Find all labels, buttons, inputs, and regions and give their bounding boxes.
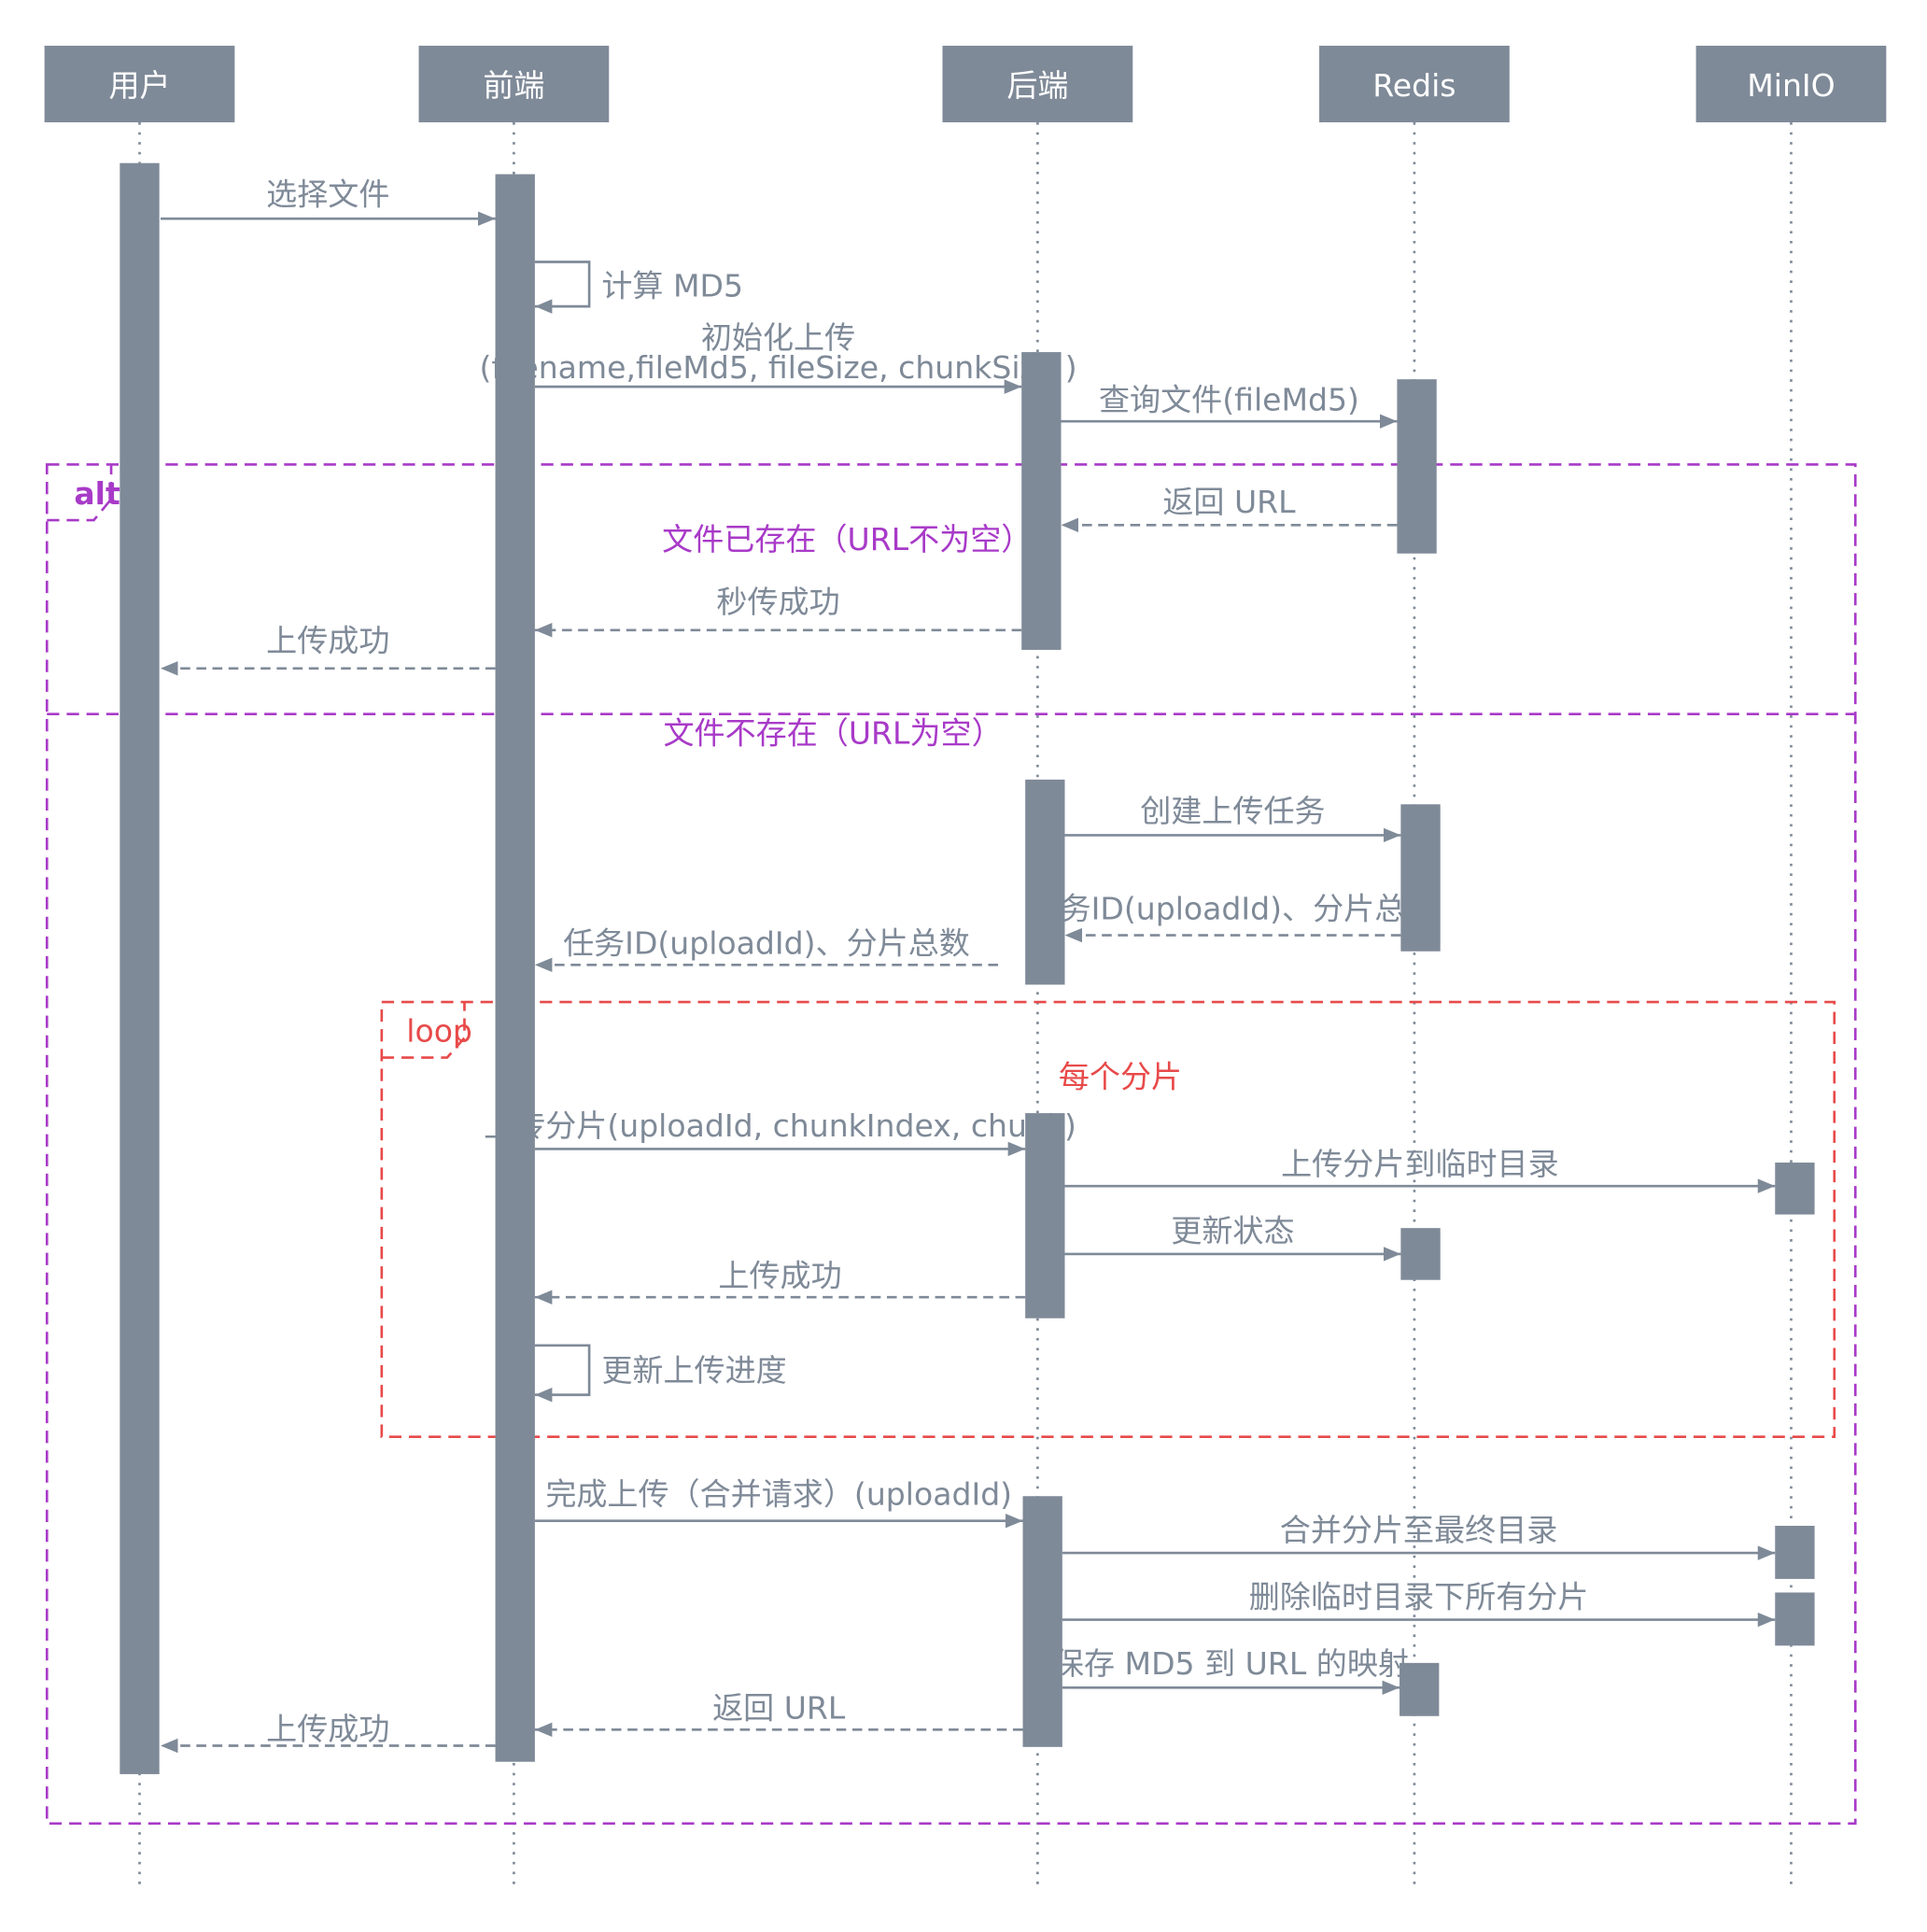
- activation-backend-3: [1021, 352, 1062, 650]
- diagram-root: 用户 前端 后端 Redis MinIO alt 文件已存在（URL不为空） 文件不存在（UR…: [44, 45, 1887, 1888]
- alt-frame-tag-box: [47, 464, 113, 522]
- message-m20: 返回 URL: [534, 1689, 1023, 1738]
- message-label: 上传成功: [718, 1257, 841, 1293]
- message-label: 秒传成功: [716, 584, 839, 620]
- activation-minio-11: [1775, 1526, 1815, 1579]
- message-label: 查询文件(fileMd5): [1099, 381, 1359, 417]
- message-label: 上传分片(uploadId, chunkIndex, chunk): [484, 1107, 1076, 1144]
- message-m14: 上传成功: [534, 1257, 1026, 1304]
- message-label: 保存 MD5 到 URL 的映射: [1053, 1645, 1409, 1682]
- message-m15: 更新上传进度: [534, 1344, 787, 1403]
- message-m6: 秒传成功: [534, 584, 1022, 638]
- message-label: 选择文件: [266, 176, 389, 213]
- loop-guard: 每个分片: [1059, 1058, 1182, 1094]
- participant-label-user: 用户: [108, 67, 170, 104]
- participant-box-redis: [1319, 45, 1510, 122]
- message-label: 合并分片至最终目录: [1280, 1512, 1558, 1548]
- message-label: 更新上传进度: [601, 1352, 786, 1389]
- alt-guard-not-exists: 文件不存在（URL为空）: [663, 714, 1002, 751]
- participant-label-frontend: 前端: [483, 67, 544, 104]
- alt-frame: [45, 463, 1857, 1826]
- activation-redis-6: [1400, 804, 1441, 952]
- participant-label-redis: Redis: [1372, 67, 1456, 104]
- message-m21: 上传成功: [161, 1711, 496, 1754]
- message-label: 初始化上传: [701, 319, 855, 356]
- message-label: 创建上传任务: [1140, 793, 1325, 829]
- message-label: 任务ID(uploadId)、分片总数: [1030, 890, 1437, 926]
- loop-frame-tag-box: [381, 1002, 466, 1059]
- message-m13: 更新状态: [1064, 1213, 1401, 1262]
- message-m7: 上传成功: [161, 622, 496, 676]
- participant-box-frontend: [418, 45, 610, 122]
- activation-redis-4: [1397, 379, 1437, 554]
- message-label: 完成上传（合并请求）(uploadId): [545, 1476, 1012, 1513]
- message-m8: 创建上传任务: [1064, 793, 1401, 843]
- message-label: (filename,fileMd5, fileSize, chunkSize ): [479, 349, 1076, 386]
- loop-frame-tag: loop: [406, 1012, 472, 1049]
- message-m17: 合并分片至最终目录: [1062, 1512, 1776, 1560]
- activation-minio-12: [1775, 1592, 1815, 1646]
- message-m18: 删除临时目录下所有分片: [1062, 1578, 1776, 1628]
- activation-frontend-2: [495, 174, 535, 1762]
- message-m10: 任务ID(uploadId)、分片总数: [534, 924, 999, 973]
- message-m16: 完成上传（合并请求）(uploadId): [534, 1476, 1023, 1529]
- message-m9: 任务ID(uploadId)、分片总数: [1030, 890, 1437, 943]
- message-m19: 保存 MD5 到 URL 的映射: [1053, 1645, 1409, 1696]
- message-label: 上传分片到临时目录: [1281, 1146, 1559, 1182]
- loop-frame: [380, 1000, 1836, 1439]
- activation-user-1: [120, 162, 160, 1774]
- participant-box-user: [44, 45, 235, 122]
- activation-backend-5: [1025, 779, 1065, 985]
- activation-redis-13: [1400, 1662, 1440, 1716]
- participant-box-backend: [942, 45, 1133, 122]
- message-m12: 上传分片到临时目录: [1064, 1146, 1776, 1193]
- message-m11: 上传分片(uploadId, chunkIndex, chunk): [484, 1107, 1076, 1157]
- alt-guard-exists: 文件已存在（URL不为空）: [662, 521, 1032, 557]
- message-m1: 选择文件: [161, 176, 496, 226]
- message-m3: 初始化上传(filename,fileMd5, fileSize, chunkS…: [479, 319, 1077, 394]
- self-message-arrow: [534, 261, 591, 314]
- message-label: 更新状态: [1171, 1213, 1294, 1249]
- activation-backend-10: [1022, 1496, 1062, 1747]
- message-label: 返回 URL: [1162, 484, 1296, 520]
- participant-label-backend: 后端: [1006, 67, 1068, 104]
- self-message-arrow: [534, 1344, 591, 1403]
- message-label: 上传成功: [266, 1711, 389, 1747]
- message-label: 任务ID(uploadId)、分片总数: [563, 924, 970, 961]
- activation-redis-9: [1400, 1228, 1441, 1280]
- message-label: 删除临时目录下所有分片: [1249, 1578, 1589, 1615]
- message-m2: 计算 MD5: [534, 261, 743, 314]
- alt-frame-tag: alt: [74, 475, 120, 512]
- participant-box-minio: [1695, 45, 1887, 122]
- message-label: 计算 MD5: [601, 268, 743, 304]
- message-m5: 返回 URL: [1061, 484, 1398, 533]
- message-label: 上传成功: [266, 622, 389, 658]
- activation-backend-7: [1025, 1113, 1065, 1319]
- participant-label-minio: MinIO: [1747, 67, 1835, 104]
- message-m4: 查询文件(fileMd5): [1061, 381, 1398, 429]
- message-label: 返回 URL: [712, 1689, 846, 1726]
- activation-minio-8: [1775, 1163, 1815, 1215]
